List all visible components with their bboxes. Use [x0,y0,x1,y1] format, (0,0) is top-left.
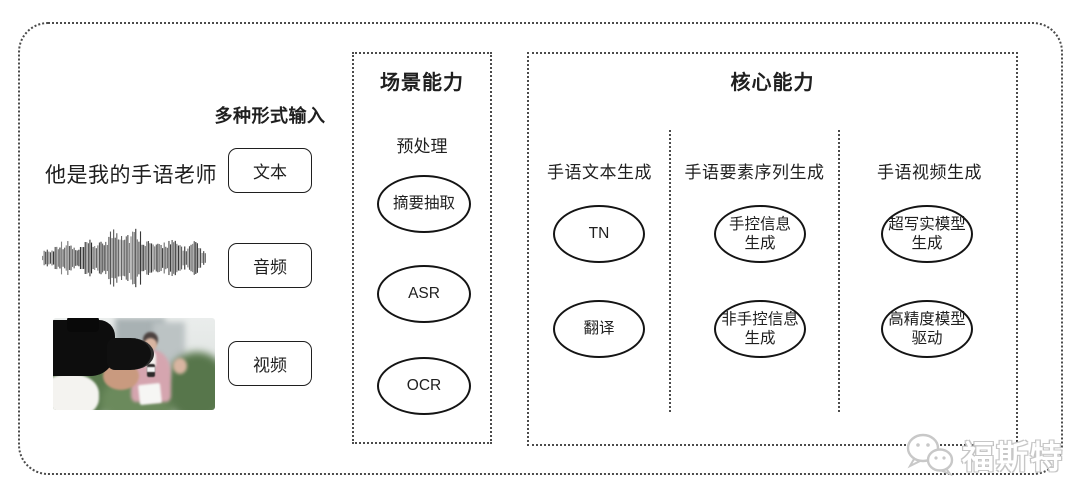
photo-reporter-hand [173,358,187,374]
node-non-manual-info-generation: 非手控信息 生成 [714,300,806,358]
node-label: TN [588,225,610,243]
column-header-element-sequence-generation: 手语要素序列生成 [684,163,825,182]
audio-waveform-icon [42,228,206,288]
node-manual-info-generation: 手控信息 生成 [714,205,806,263]
node-hyperrealistic-model-generation: 超写实模型 生成 [881,205,973,263]
node-label: 非手控信息 [721,310,799,328]
node-tn: TN [553,205,645,263]
node-label: 生成 [744,235,776,252]
node-summary-extraction: 摘要抽取 [377,175,471,233]
node-label: OCR [406,377,442,395]
node-label: 高精度模型 [888,310,966,328]
reporter-photo [53,318,215,410]
preprocess-label: 预处理 [396,137,448,156]
core-capability-box: 核心能力 手语文本生成 手语要素序列生成 手语视频生成 TN 翻译 手控信息 生… [527,52,1018,446]
column-divider [669,130,671,412]
column-header-video-generation: 手语视频生成 [877,163,982,182]
node-label: ASR [408,285,440,303]
column-divider [838,130,840,412]
input-box-text: 文本 [228,148,312,193]
photo-paper [138,382,162,406]
input-box-video-label: 视频 [253,356,287,375]
photo-camera-lens [107,338,154,370]
node-high-precision-model-driving: 高精度模型 驱动 [881,300,973,358]
watermark: 福斯特 [903,430,1064,480]
photo-microphone-label [147,367,155,372]
scene-box-title: 场景能力 [380,72,464,94]
node-label: 驱动 [911,330,943,347]
node-label: 生成 [744,330,776,347]
input-box-audio: 音频 [228,243,312,288]
node-asr: ASR [377,265,471,323]
wechat-icon [906,433,954,477]
node-label: 摘要抽取 [392,195,455,213]
node-translation: 翻译 [553,300,645,358]
column-header-text-generation: 手语文本生成 [547,163,652,182]
photo-camera-viewfinder [67,318,99,332]
photo-photographer-shirt [53,374,99,410]
input-box-video: 视频 [228,341,312,386]
node-ocr: OCR [377,357,471,415]
input-box-audio-label: 音频 [253,258,287,277]
node-label: 超写实模型 [888,215,966,233]
node-label: 手控信息 [728,215,791,233]
watermark-text: 福斯特 [962,439,1065,475]
core-box-title: 核心能力 [730,72,815,94]
input-box-text-label: 文本 [253,163,287,182]
input-section-label: 多种形式输入 [214,106,326,126]
node-label: 生成 [911,235,943,252]
sample-sentence-text: 他是我的手语老师 [45,164,217,187]
scene-capability-box: 场景能力 预处理 摘要抽取 ASR OCR [352,52,492,444]
node-label: 翻译 [583,320,615,338]
outer-dotted-frame [18,22,1063,475]
